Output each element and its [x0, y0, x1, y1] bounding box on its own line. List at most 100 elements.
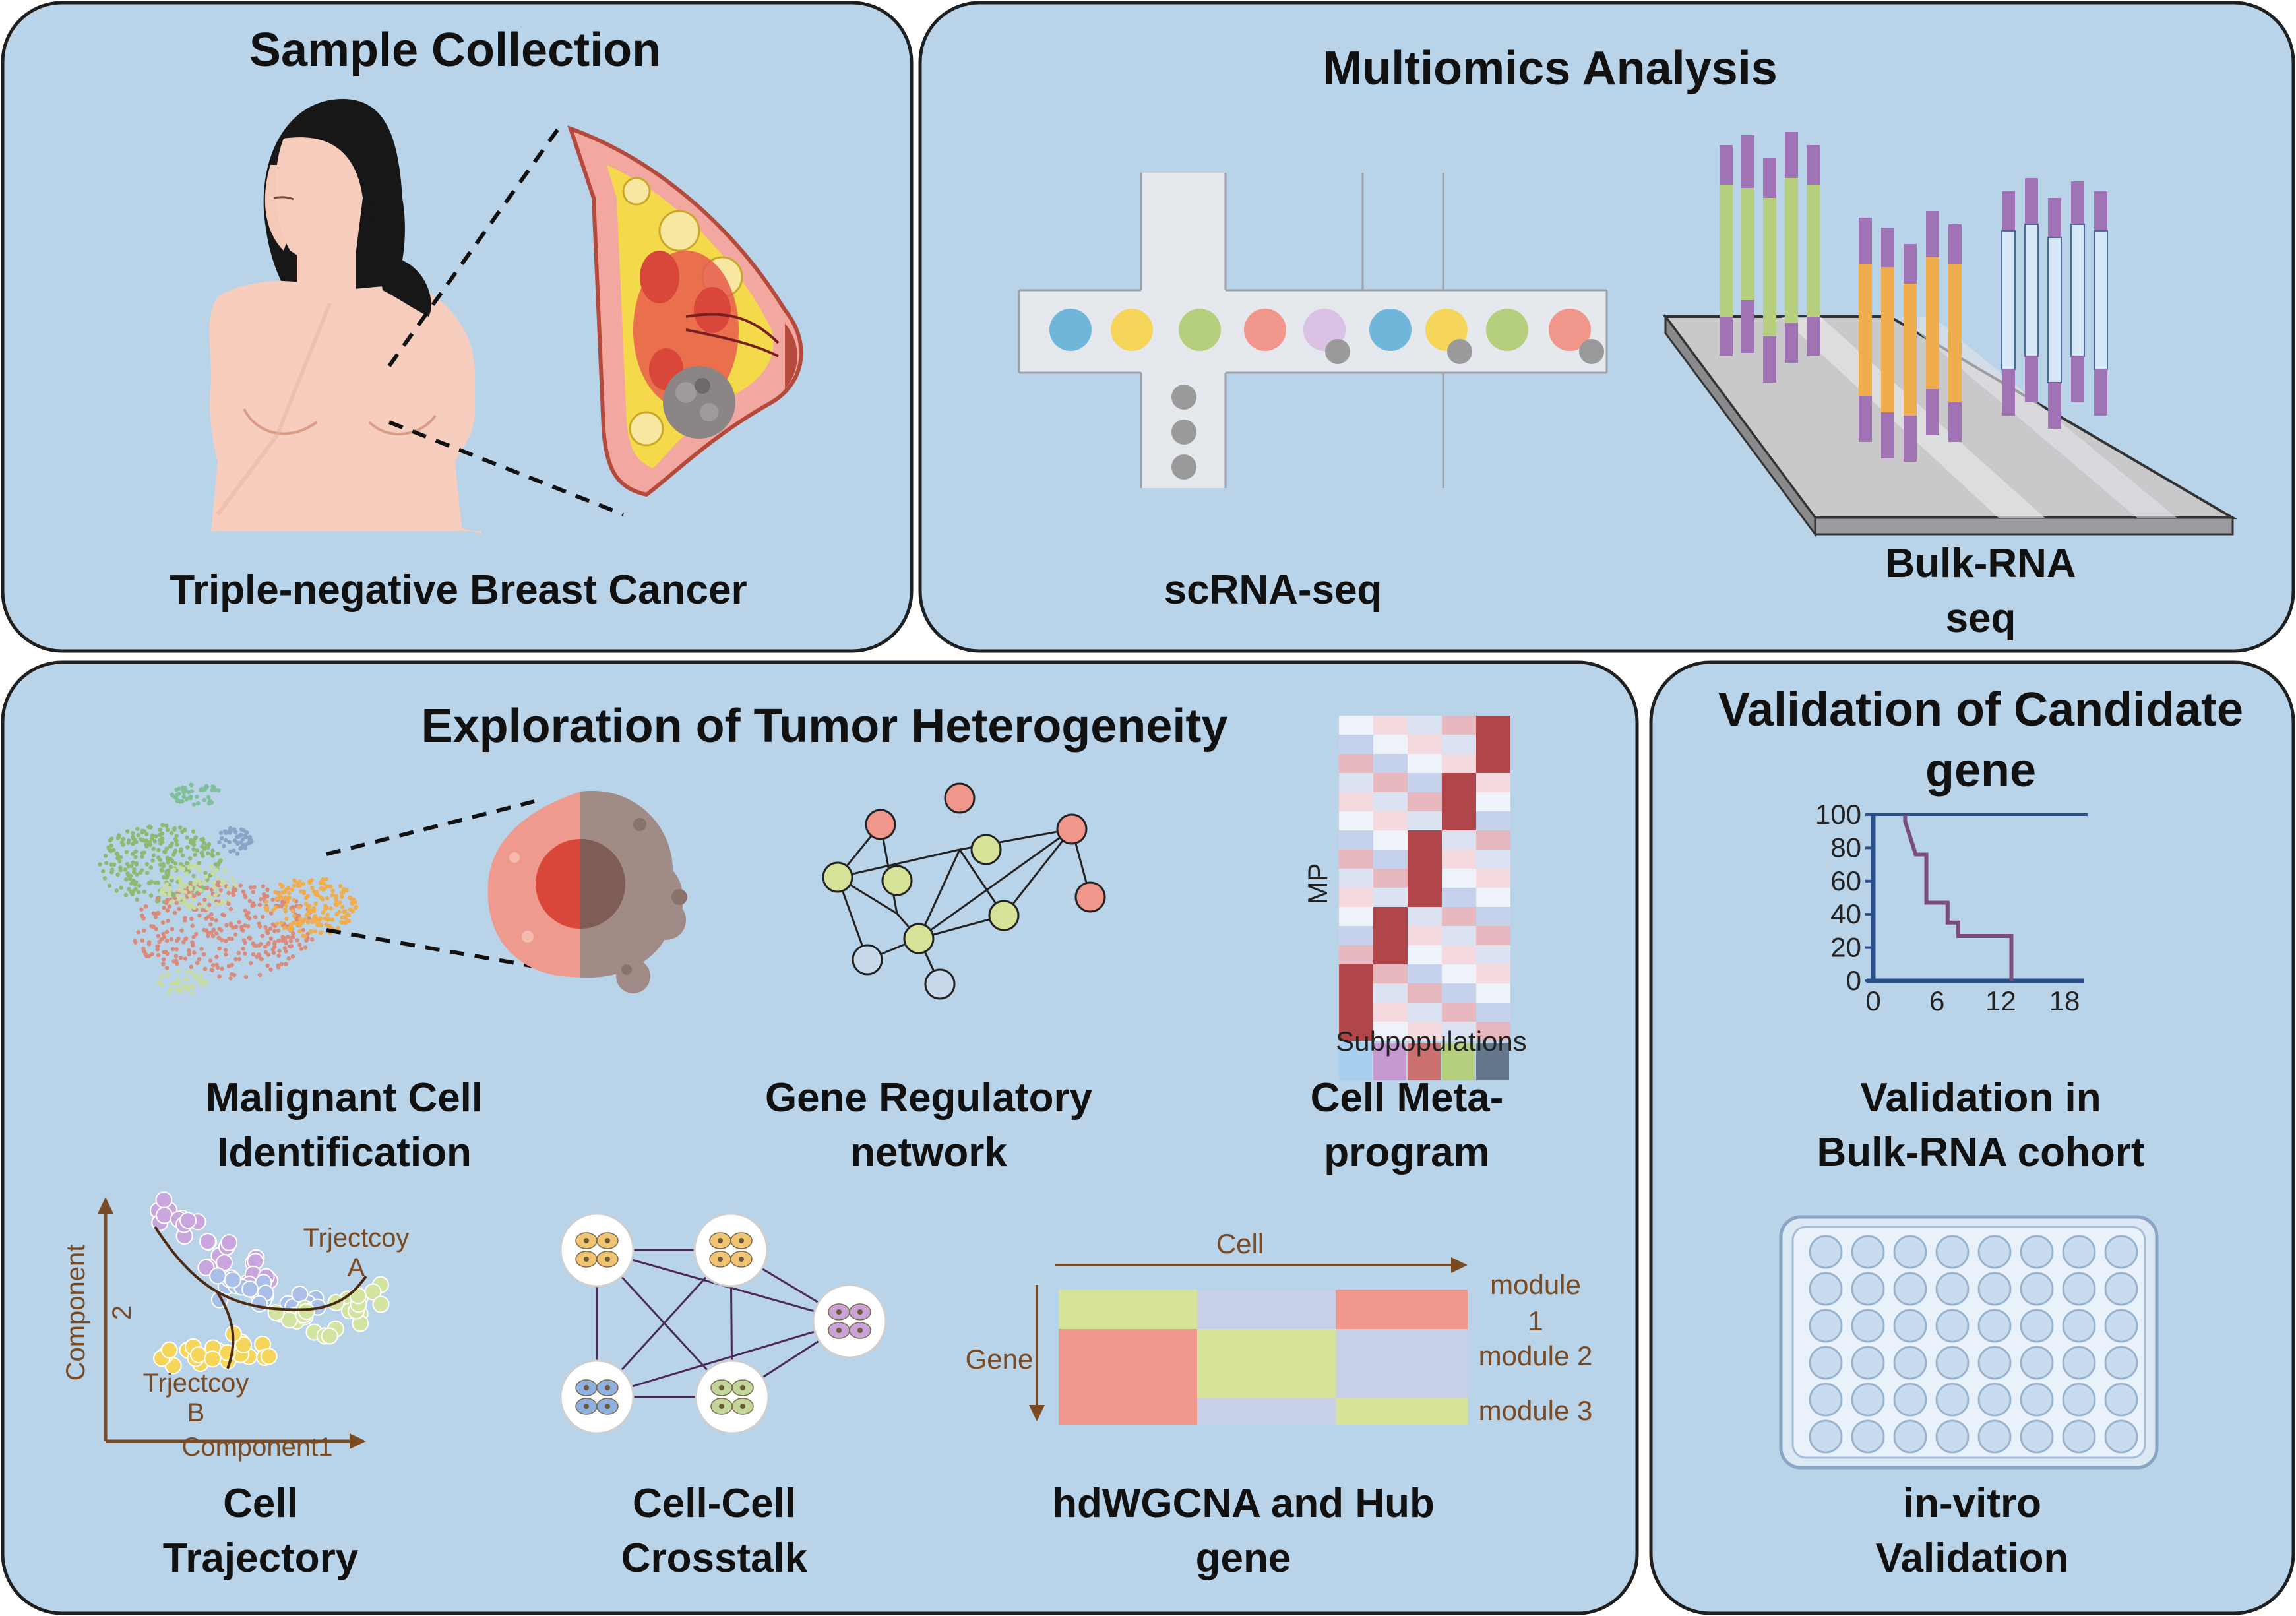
umap-point — [203, 786, 208, 790]
umap-point — [263, 950, 268, 954]
umap-point — [288, 944, 292, 948]
grn-label-line2: network — [850, 1130, 1007, 1175]
trajectory-cell — [197, 1259, 215, 1276]
bulk-validation-label-line2: Bulk-RNA cohort — [1816, 1130, 2144, 1175]
umap-point — [172, 827, 177, 832]
crosstalk-label-line2: Crosstalk — [621, 1536, 808, 1581]
umap-point — [307, 916, 312, 921]
umap-point — [336, 925, 340, 931]
umap-point — [197, 879, 201, 883]
umap-point — [166, 918, 171, 923]
umap-point — [238, 833, 243, 838]
heatmap-cell — [1373, 926, 1408, 945]
umap-point — [271, 908, 276, 912]
umap-point — [321, 910, 326, 915]
well — [1977, 1309, 2012, 1343]
umap-point — [182, 900, 187, 904]
umap-point — [330, 888, 335, 894]
heatmap-cell — [1339, 1003, 1373, 1022]
umap-point — [189, 916, 194, 921]
heatmap-cell — [1408, 869, 1442, 888]
umap-point — [202, 966, 208, 972]
heatmap-cell — [1373, 773, 1408, 792]
umap-point — [299, 920, 303, 925]
umap-point — [257, 972, 263, 978]
umap-point — [298, 916, 303, 921]
umap-point — [202, 902, 206, 906]
umap-point — [334, 912, 339, 917]
umap-point — [163, 949, 168, 954]
umap-point — [140, 914, 145, 919]
trajectory-cell — [291, 1285, 309, 1303]
umap-point — [135, 872, 139, 877]
umap-point — [160, 840, 165, 844]
umap-point — [142, 889, 147, 894]
umap-point — [243, 923, 247, 928]
umap-point — [210, 963, 216, 968]
heatmap-cell — [1442, 1022, 1476, 1041]
well — [2104, 1272, 2138, 1306]
umap-point — [175, 978, 181, 982]
umap-point — [272, 929, 277, 933]
umap-point — [228, 826, 233, 830]
umap-point — [257, 902, 263, 907]
heatmap-cell — [1476, 1022, 1510, 1041]
umap-point — [206, 933, 210, 939]
umap-point — [205, 851, 210, 855]
umap-point — [153, 915, 158, 919]
umap-point — [217, 974, 222, 979]
traj-b-label-line2: B — [187, 1398, 205, 1427]
trajectory-cell — [372, 1295, 390, 1313]
umap-point — [173, 896, 177, 900]
umap-point — [340, 915, 344, 920]
umap-point — [119, 885, 123, 890]
umap-point — [213, 862, 218, 867]
heatmap-subpopulations-label: Subpopulations — [1336, 1026, 1527, 1057]
umap-point — [203, 871, 208, 875]
umap-point — [272, 940, 277, 945]
heatmap-cell — [1442, 850, 1476, 869]
umap-point — [303, 934, 307, 939]
bulk-rna-label-line1: Bulk-RNA — [1885, 541, 2076, 586]
umap-point — [291, 935, 295, 939]
umap-point — [322, 881, 326, 886]
umap-point — [189, 789, 194, 793]
umap-point — [193, 879, 199, 883]
heatmap-cell — [1339, 926, 1373, 945]
umap-point — [161, 962, 166, 966]
umap-point — [151, 853, 156, 858]
umap-point — [306, 911, 311, 916]
umap-point — [191, 904, 195, 910]
umap-point — [251, 903, 257, 908]
umap-point — [98, 862, 102, 867]
umap-point — [323, 903, 328, 908]
module3-label: module 3 — [1479, 1395, 1593, 1426]
heatmap-cell — [1476, 735, 1510, 754]
trajectory-cell — [220, 1233, 238, 1251]
panel-sample-collection: Sample Collection — [1, 1, 914, 653]
umap-point — [228, 906, 233, 912]
umap-point — [265, 963, 270, 968]
scrna-seq-label: scRNA-seq — [1164, 567, 1382, 613]
umap-point — [211, 881, 216, 885]
umap-point — [179, 928, 184, 933]
umap-point — [229, 923, 233, 928]
umap-point — [188, 794, 193, 799]
umap-point — [276, 928, 281, 933]
umap-point — [206, 795, 211, 799]
umap-point — [174, 947, 179, 952]
umap-point — [259, 941, 263, 947]
heatmap-cell — [1442, 945, 1476, 964]
umap-point — [199, 788, 203, 792]
panel-validation-title-line2: gene — [1925, 744, 2036, 797]
umap-point — [218, 830, 224, 836]
umap-point — [311, 909, 317, 914]
heatmap-cell — [1476, 926, 1510, 945]
umap-point — [193, 863, 198, 869]
heatmap-cell — [1442, 1003, 1476, 1022]
umap-point — [301, 890, 307, 896]
umap-point — [262, 895, 266, 900]
umap-point — [319, 923, 324, 928]
umap-point — [269, 911, 274, 916]
heatmap-cell — [1408, 773, 1442, 792]
